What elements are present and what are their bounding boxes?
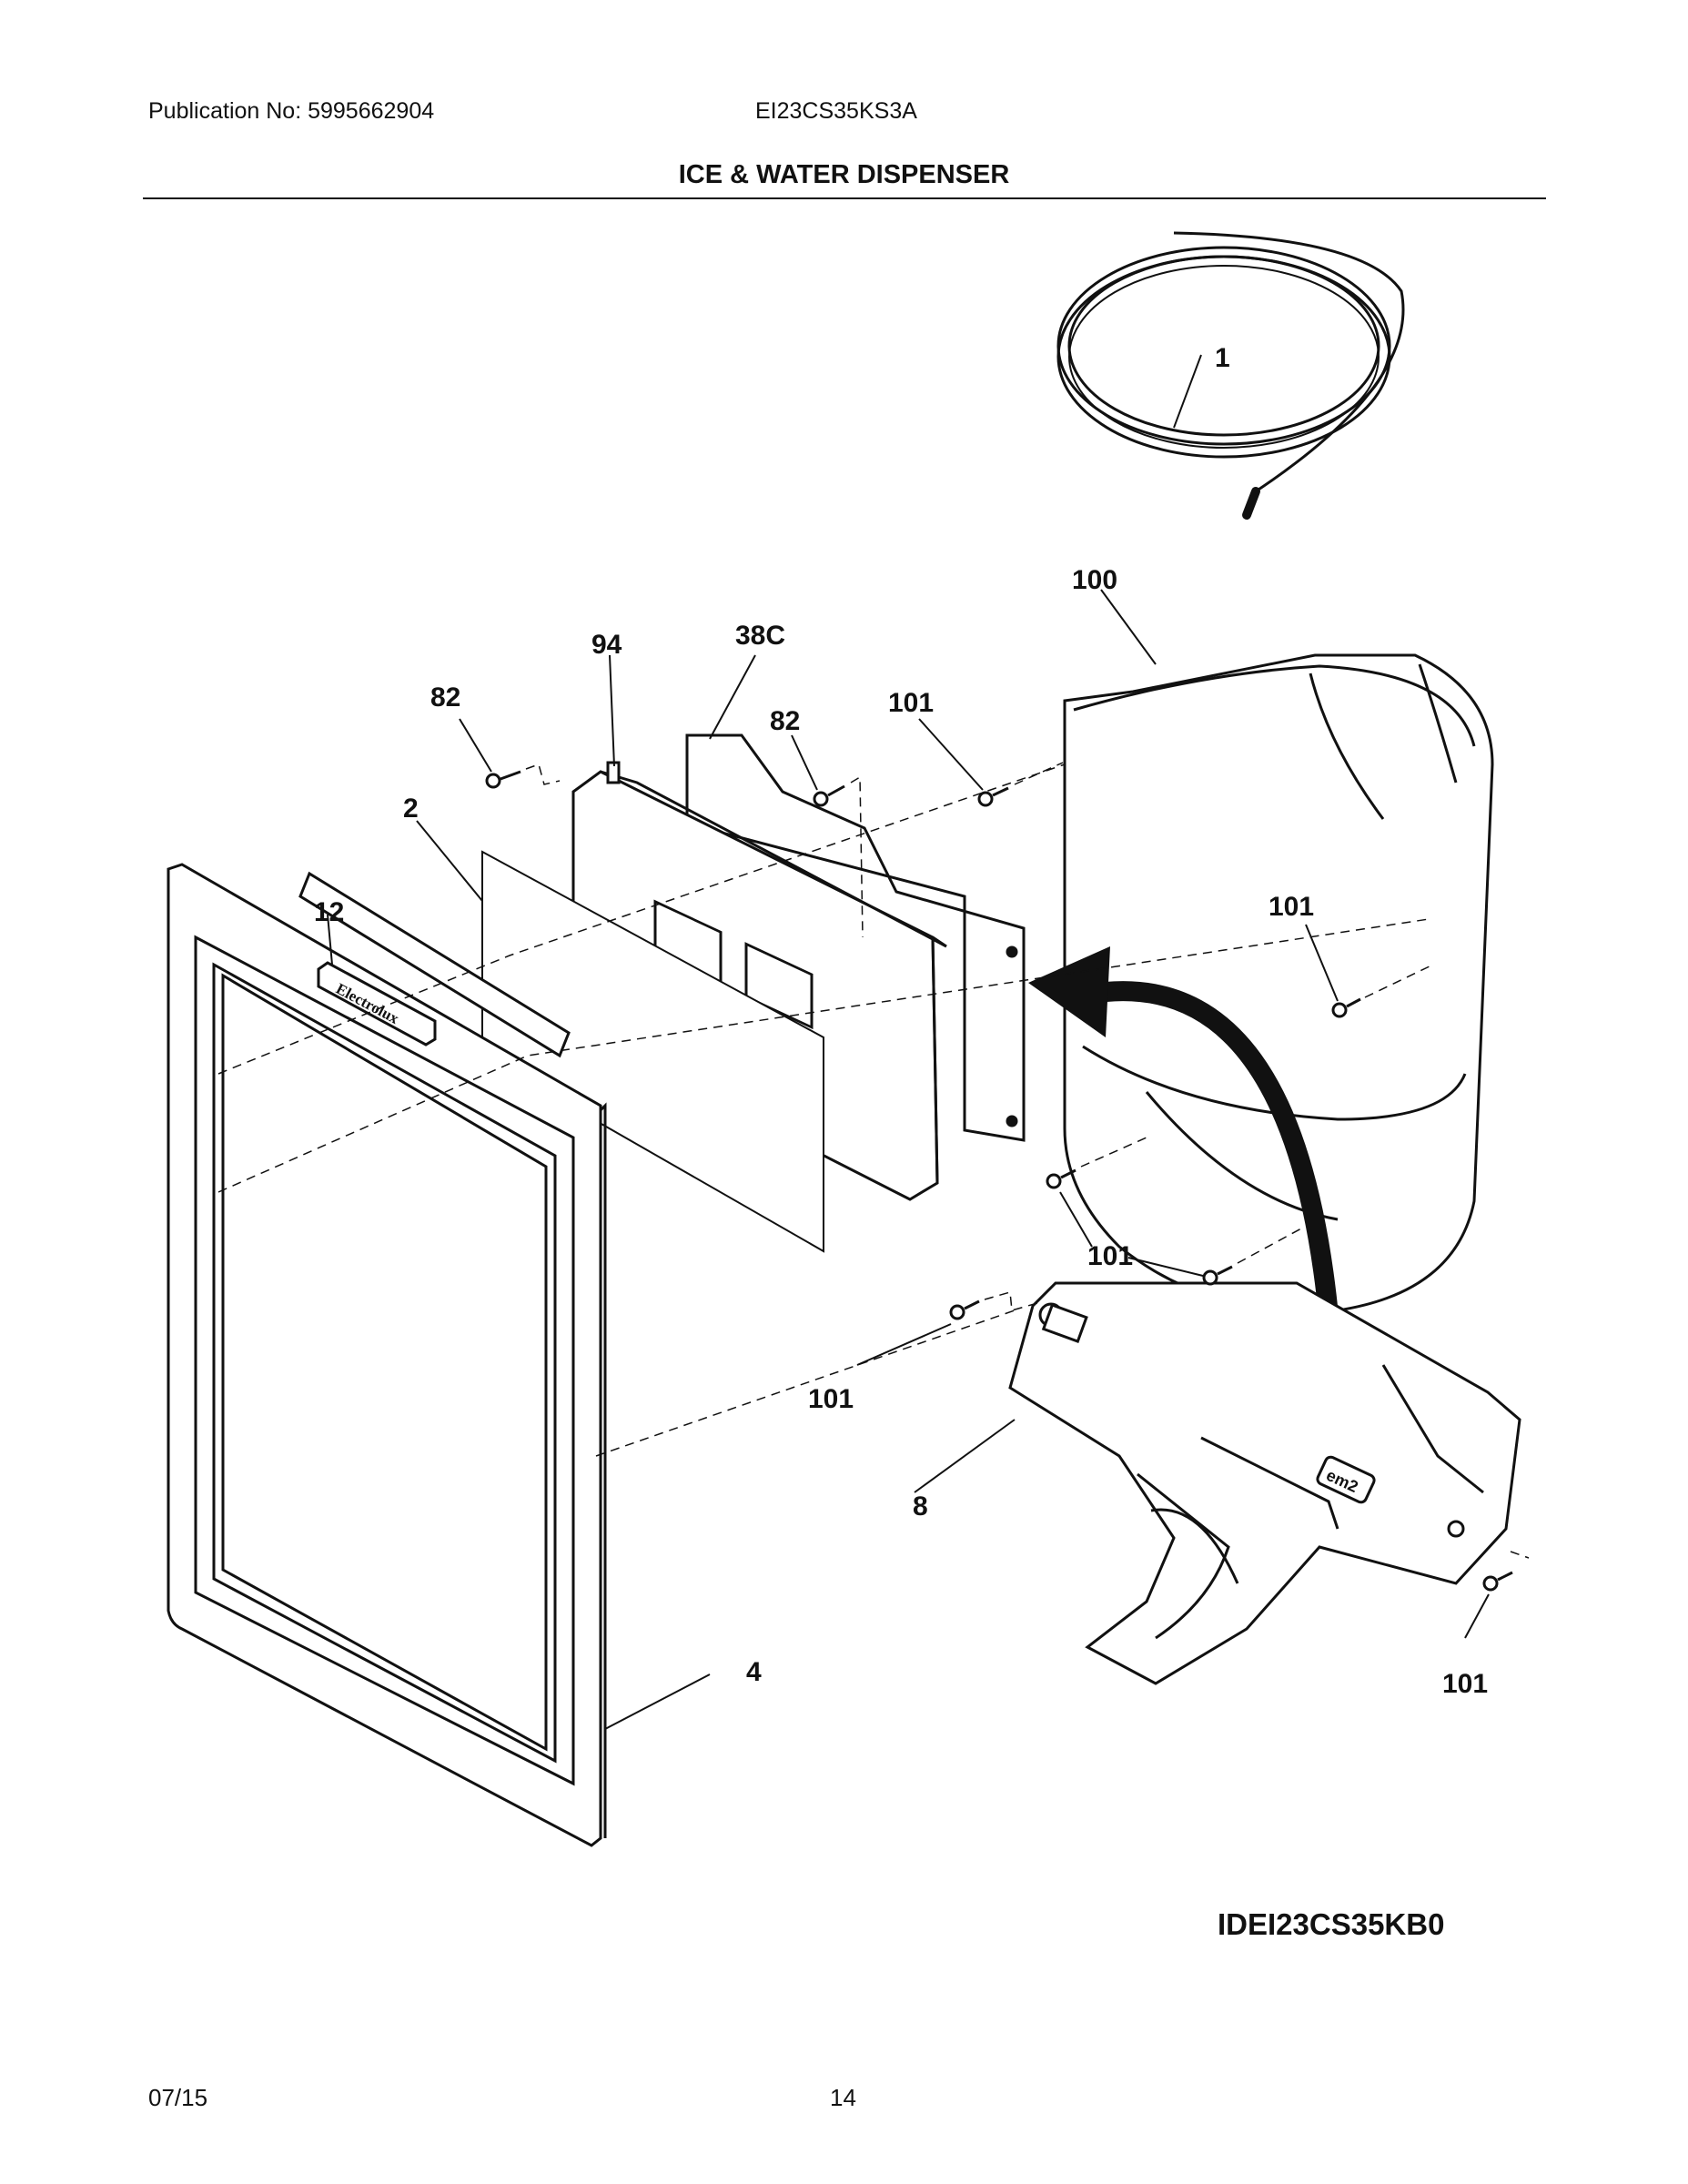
callout-94: 94: [591, 630, 622, 660]
alignment-lines: [217, 762, 1530, 1559]
callout-82-right: 82: [770, 706, 800, 736]
callout-12: 12: [314, 897, 344, 927]
part-94-module: [571, 761, 947, 1201]
leader-38c: [709, 654, 756, 740]
callout-100: 100: [1072, 565, 1117, 595]
callout-101-right: 101: [1269, 892, 1314, 922]
assembly-arrow: [1028, 946, 1343, 1375]
callout-101-bottom: 101: [1442, 1669, 1488, 1699]
screw-101f: [1482, 1571, 1513, 1592]
screw-101b: [1331, 997, 1361, 1018]
part-4-frame: [167, 863, 607, 1847]
model-number: EI23CS35KS3A: [755, 98, 917, 124]
part-38c-board: [685, 733, 1026, 1142]
publication-number: Publication No: 5995662904: [148, 98, 435, 124]
screw-82b: [813, 784, 845, 807]
screw-82a: [485, 770, 521, 789]
callout-1: 1: [1215, 343, 1230, 373]
callout-38c: 38C: [735, 621, 785, 651]
callout-82-left: 82: [430, 682, 460, 713]
callout-101-middle: 101: [1087, 1241, 1133, 1271]
leader-4: [604, 1673, 711, 1730]
part-8-dispenser: em2: [1008, 1281, 1521, 1685]
leader-12: [327, 914, 333, 966]
screw-101d: [1202, 1265, 1233, 1286]
publication-date: 07/15: [148, 2084, 208, 2111]
leader-100: [1100, 589, 1157, 665]
callout-4: 4: [746, 1657, 762, 1687]
callout-8: 8: [913, 1491, 928, 1522]
part-1-water-tube: [1056, 231, 1405, 520]
leader-94: [609, 654, 615, 767]
callout-101-top: 101: [888, 688, 934, 718]
leader-8: [914, 1419, 1016, 1493]
page-title: ICE & WATER DISPENSER: [678, 160, 1010, 189]
leader-2: [416, 820, 483, 902]
header-divider: [143, 197, 1546, 199]
screw-101e: [949, 1299, 980, 1320]
callout-2: 2: [403, 794, 419, 824]
callout-leaders: [459, 718, 1490, 1639]
illustration-id: IDEI23CS35KB0: [1218, 1907, 1445, 1941]
screw-101c: [1046, 1168, 1076, 1189]
page-number: 14: [830, 2084, 856, 2111]
leader-1: [1173, 354, 1202, 429]
screw-101a: [977, 786, 1009, 807]
callout-101-left: 101: [808, 1384, 854, 1414]
screws: [485, 770, 1513, 1592]
